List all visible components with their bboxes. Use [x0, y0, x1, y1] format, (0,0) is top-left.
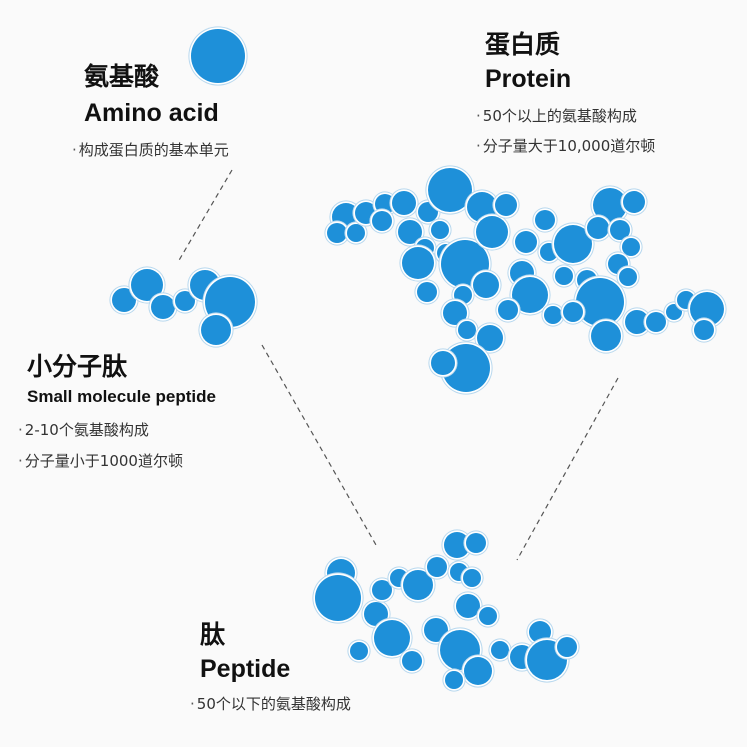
protein-molecule-group	[324, 165, 727, 395]
protein-title-en: Protein	[485, 65, 572, 93]
amino-acid-bead	[417, 282, 437, 302]
peptide-note-1: 50个以下的氨基酸构成	[190, 694, 351, 714]
small-peptide-title-en: Small molecule peptide	[27, 387, 216, 406]
amino-acid-bead	[623, 191, 645, 213]
amino-acid-bead	[466, 533, 486, 553]
connector-protein-to-peptide	[516, 377, 619, 561]
peptide-molecule-group	[312, 529, 580, 692]
amino-acid-bead	[201, 315, 231, 345]
amino-acid-bead	[392, 191, 416, 215]
amino-acid-bead	[403, 570, 433, 600]
amino-acid-bead	[544, 306, 562, 324]
small-peptide-note-1: 2-10个氨基酸构成	[18, 420, 149, 440]
amino-acid-bead	[610, 220, 630, 240]
amino-acid-bead	[458, 321, 476, 339]
amino-acid-bead	[112, 288, 136, 312]
connector-small-peptide-to-peptide	[261, 344, 377, 546]
protein-title-zh: 蛋白质	[485, 30, 561, 59]
amino-acid-bead	[576, 278, 624, 326]
amino-acid-note-1: 构成蛋白质的基本单元	[72, 140, 229, 160]
amino-acid-bead	[350, 642, 368, 660]
amino-acid-bead	[131, 269, 163, 301]
amino-acid-bead	[619, 268, 637, 286]
amino-acid-bead	[464, 657, 492, 685]
amino-acid-bead	[587, 217, 609, 239]
amino-acid-bead	[491, 641, 509, 659]
amino-acid-bead	[557, 637, 577, 657]
amino-acid-bead	[512, 277, 548, 313]
amino-acid-title-en: Amino acid	[84, 99, 219, 127]
amino-acid-bead	[456, 594, 480, 618]
small-peptide-molecule-group	[109, 266, 258, 348]
amino-acid-bead	[445, 671, 463, 689]
amino-acid-bead	[431, 221, 449, 239]
amino-acid-bead	[151, 295, 175, 319]
amino-acid-bead	[372, 580, 392, 600]
amino-acid-bead	[427, 557, 447, 577]
amino-acid-bead	[495, 194, 517, 216]
amino-acid-bead	[444, 532, 470, 558]
amino-acid-bead	[402, 651, 422, 671]
amino-acid-bead	[479, 607, 497, 625]
amino-acid-bead	[473, 272, 499, 298]
peptide-title-en: Peptide	[200, 655, 291, 683]
amino-acid-title-zh: 氨基酸	[84, 62, 160, 91]
protein-note-2: 分子量大于10,000道尔顿	[476, 136, 656, 156]
amino-acid-bead	[191, 29, 245, 83]
amino-acid-bead	[593, 188, 627, 222]
amino-acid-bead	[402, 247, 434, 279]
amino-acid-bead	[563, 302, 583, 322]
amino-acid-bead	[428, 168, 472, 212]
amino-acid-bead	[554, 225, 592, 263]
amino-acid-bead	[347, 224, 365, 242]
connector-lines	[177, 169, 619, 561]
small-peptide-note-2: 分子量小于1000道尔顿	[18, 451, 183, 471]
amino-acid-bead	[694, 320, 714, 340]
amino-acid-bead	[625, 310, 649, 334]
amino-acid-bead	[175, 291, 195, 311]
amino-acid-bead	[591, 321, 621, 351]
amino-acid-bead	[498, 300, 518, 320]
peptide-title-zh: 肽	[200, 620, 226, 649]
amino-acid-bead	[374, 620, 410, 656]
amino-acid-molecule-group	[188, 26, 248, 86]
amino-acid-bead	[555, 267, 573, 285]
connector-amino-to-small-peptide	[177, 169, 233, 263]
amino-acid-bead	[646, 312, 666, 332]
amino-acid-bead	[315, 575, 361, 621]
amino-acid-bead	[431, 351, 455, 375]
amino-acid-bead	[515, 231, 537, 253]
amino-acid-bead	[622, 238, 640, 256]
small-peptide-title-zh: 小分子肽	[27, 352, 128, 381]
amino-acid-bead	[463, 569, 481, 587]
amino-acid-bead	[424, 618, 448, 642]
amino-acid-bead	[477, 325, 503, 351]
amino-acid-bead	[398, 220, 422, 244]
protein-note-1: 50个以上的氨基酸构成	[476, 106, 637, 126]
amino-acid-bead	[476, 216, 508, 248]
amino-acid-bead	[690, 292, 724, 326]
amino-acid-bead	[443, 301, 467, 325]
amino-acid-bead	[327, 223, 347, 243]
amino-acid-bead	[372, 211, 392, 231]
amino-acid-bead	[535, 210, 555, 230]
